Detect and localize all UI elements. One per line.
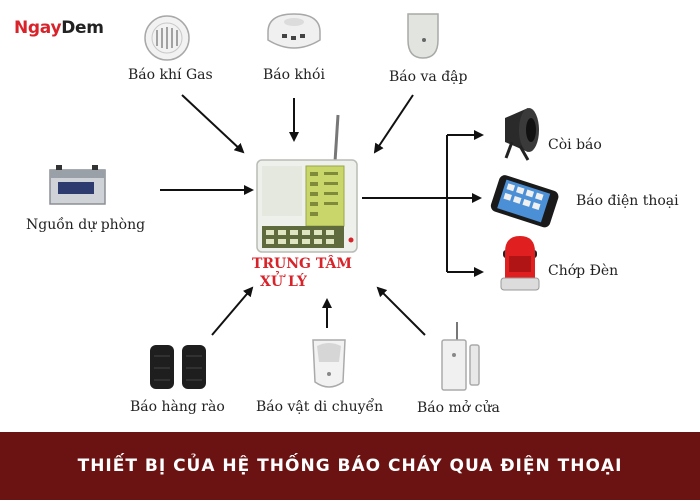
smoke-detector-icon [267,13,321,49]
siren-icon [504,108,539,161]
battery-icon [49,165,106,205]
gas-detector-icon [144,15,190,61]
label-motion: Báo vật di chuyển [256,399,384,415]
mobile-phone-icon [490,175,559,228]
brand-logo-part2: Dem [61,18,104,38]
caption-banner: THIẾT BỊ CỦA HỆ THỐNG BÁO CHÁY QUA ĐIỆN … [0,432,700,500]
control-panel-icon [256,114,358,253]
control-center-line2: XỬ LÝ [260,274,307,290]
diagram-graphics [49,13,559,391]
label-phone: Báo điện thoại [576,193,679,209]
label-smoke: Báo khói [263,67,325,83]
label-strobe: Chớp Đèn [548,263,619,279]
arrow-gas [181,94,245,154]
brand-logo: NgayDem [14,18,104,38]
fence-beam-sensor-icon [150,345,206,389]
vibration-sensor-icon [407,13,439,59]
brand-logo-part1: Ngay [14,18,62,38]
label-backup-power: Nguồn dự phòng [26,217,146,233]
input-arrows [160,94,426,336]
arrow-vibration [373,94,414,154]
control-center-label: TRUNG TÂM XỬ LÝ [252,255,352,291]
label-siren: Còi báo [548,137,602,153]
label-gas: Báo khí Gas [128,67,213,83]
caption-text: THIẾT BỊ CỦA HỆ THỐNG BÁO CHÁY QUA ĐIỆN … [77,456,623,476]
diagram-stage: NgayDem Báo khí Gas Báo khói Báo va đập … [14,13,679,416]
label-fence: Báo hàng rào [130,399,225,415]
label-door: Báo mở cửa [417,400,500,416]
output-arrows [362,130,484,277]
control-center-line1: TRUNG TÂM [252,256,352,272]
motion-sensor-icon [312,339,346,388]
arrow-fence [211,286,254,336]
strobe-light-icon [500,236,540,291]
door-sensor-icon [441,322,480,391]
label-vibration: Báo va đập [389,69,468,85]
arrow-door [376,286,426,336]
